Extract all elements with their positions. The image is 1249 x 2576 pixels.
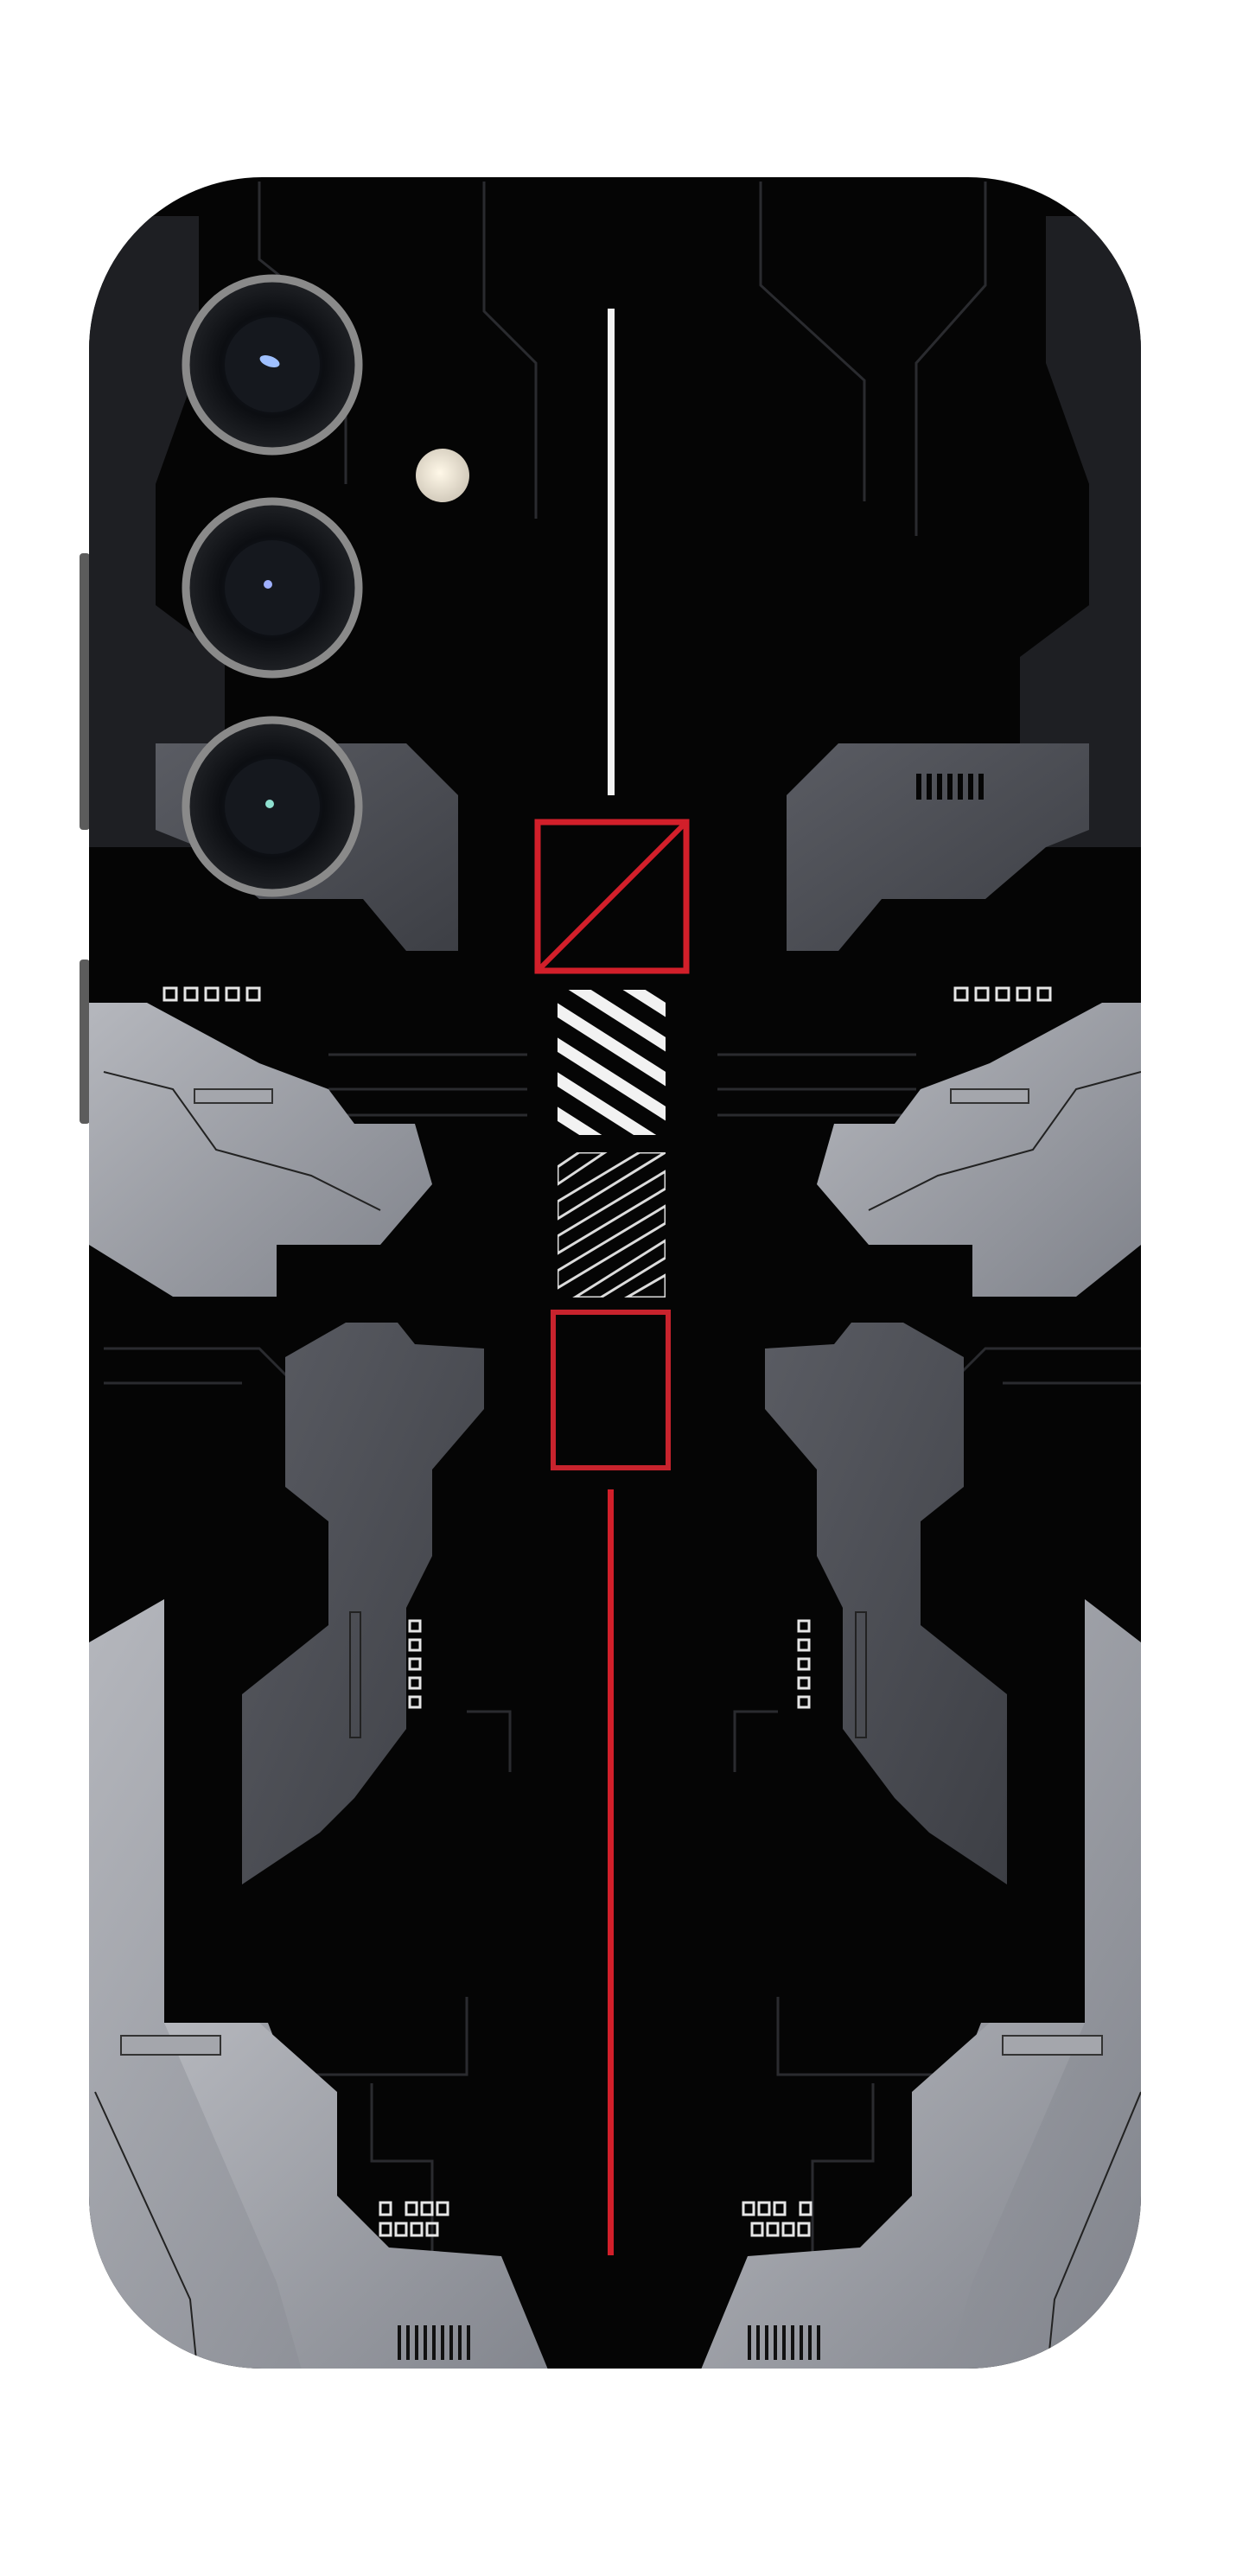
outlined-stripe-block xyxy=(558,1152,666,1298)
striped-block xyxy=(558,990,666,1135)
left-wing-panel xyxy=(89,1003,432,1297)
left-arm-panel xyxy=(242,1323,484,1884)
camera-lens-middle xyxy=(182,497,363,679)
pad-row-left xyxy=(162,986,261,1002)
white-center-line xyxy=(608,309,615,795)
right-arm-panel xyxy=(765,1323,1007,1884)
flash-icon xyxy=(416,449,469,502)
red-diagonal-box xyxy=(534,819,690,974)
pad-row-right xyxy=(953,986,1052,1002)
bottom-left-panel xyxy=(89,1599,562,2369)
red-square xyxy=(551,1310,671,1470)
upper-right-panel xyxy=(787,216,1141,951)
circuit-traces xyxy=(104,182,1141,2265)
red-center-line xyxy=(608,1489,614,2255)
camera-lens-top xyxy=(182,274,363,456)
bottom-right-panel xyxy=(687,1599,1141,2369)
camera-lens-bottom xyxy=(182,716,363,897)
side-buttons xyxy=(80,553,90,1124)
right-wing-panel xyxy=(817,1003,1141,1297)
